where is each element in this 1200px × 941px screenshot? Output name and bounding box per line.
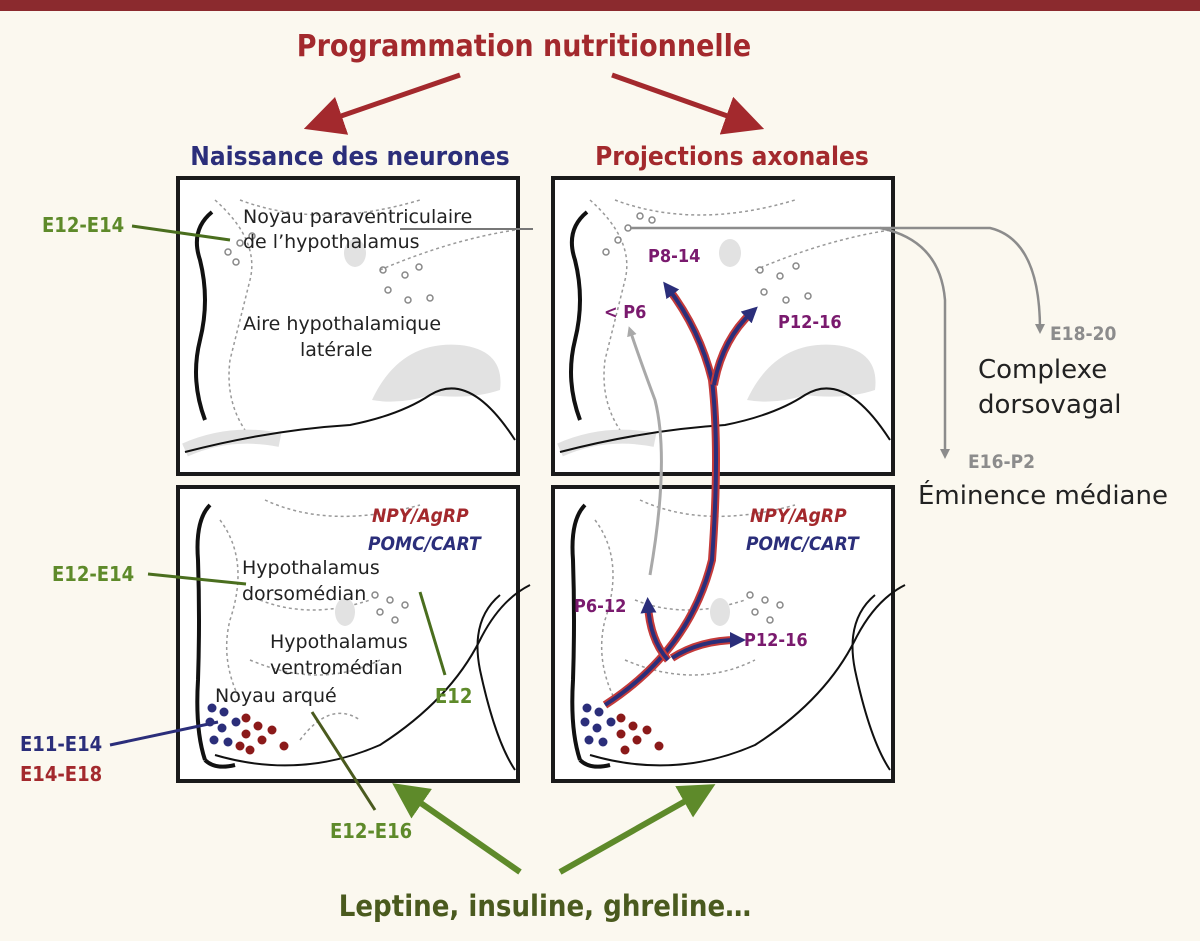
dmh-label-line1: Hypothalamus (242, 557, 380, 579)
left-heading: Naissance des neurones (190, 142, 509, 172)
pvn-age-pointer (131, 224, 231, 242)
arc-age-other-label: E12-E16 (330, 819, 412, 843)
arrow-to-right-heading (611, 72, 765, 135)
right-heading: Projections axonales (595, 142, 869, 172)
arrow-to-left-heading (303, 72, 461, 135)
arc-age-pomc-label: E11-E14 (20, 732, 102, 756)
lha-label-line1: Aire hypothalamique (243, 313, 441, 335)
dmh-age-label: E12-E14 (52, 562, 134, 586)
arc-age-npy-label: E14-E18 (20, 762, 102, 786)
lha-label-line2: latérale (300, 339, 372, 361)
arc-age-other-pointer (310, 711, 377, 811)
factors-arrow-right (558, 784, 716, 875)
arc-age-pomc-pointer (109, 720, 219, 747)
pvn-age-label: E12-E14 (42, 213, 124, 237)
dvc-label-line1: Complexe (978, 355, 1107, 385)
vmh-age-label: E12 (435, 684, 472, 708)
vmh-projection-age: P12-16 (744, 630, 808, 651)
panel-bottom-right (551, 485, 895, 783)
vmh-age-pointer (418, 591, 447, 676)
top-right-anatomy (557, 199, 891, 457)
top-left-anatomy (182, 199, 516, 457)
lha-projection-age-late: P12-16 (778, 312, 842, 333)
main-title: Programmation nutritionnelle (297, 29, 751, 64)
vmh-label-line2: ventromédian (270, 657, 403, 679)
pomc-cart-label-right: POMC/CART (746, 533, 860, 555)
npy-agrp-label-right: NPY/AgRP (750, 505, 847, 527)
pvn-label-line2: de l’hypothalamus (243, 231, 420, 253)
pomc-cart-label-left: POMC/CART (368, 533, 482, 555)
arc-label: Noyau arqué (215, 685, 337, 707)
me-age-label: E16-P2 (968, 451, 1035, 473)
lha-projection-age-early: < P6 (604, 302, 646, 323)
factors-arrow-left (392, 783, 522, 875)
axonal-projections (602, 226, 1045, 709)
panel-top-right (551, 176, 895, 476)
dvc-label-line2: dorsovagal (978, 390, 1122, 420)
dvc-age-label: E18-20 (1050, 323, 1116, 345)
dmh-projection-age: P6-12 (574, 596, 626, 617)
me-label: Éminence médiane (918, 479, 1168, 511)
vmh-label-line1: Hypothalamus (270, 631, 408, 653)
pvn-label-line1: Noyau paraventriculaire (243, 206, 472, 228)
dmh-age-pointer (147, 572, 247, 586)
footer-factors: Leptine, insuline, ghreline… (339, 889, 752, 923)
npy-agrp-label-left: NPY/AgRP (372, 505, 469, 527)
panel-bottom-left (176, 485, 520, 783)
dmh-label-line2: dorsomédian (242, 583, 366, 605)
pvn-projection-age: P8-14 (648, 246, 700, 267)
top-border-bar (0, 0, 1200, 11)
